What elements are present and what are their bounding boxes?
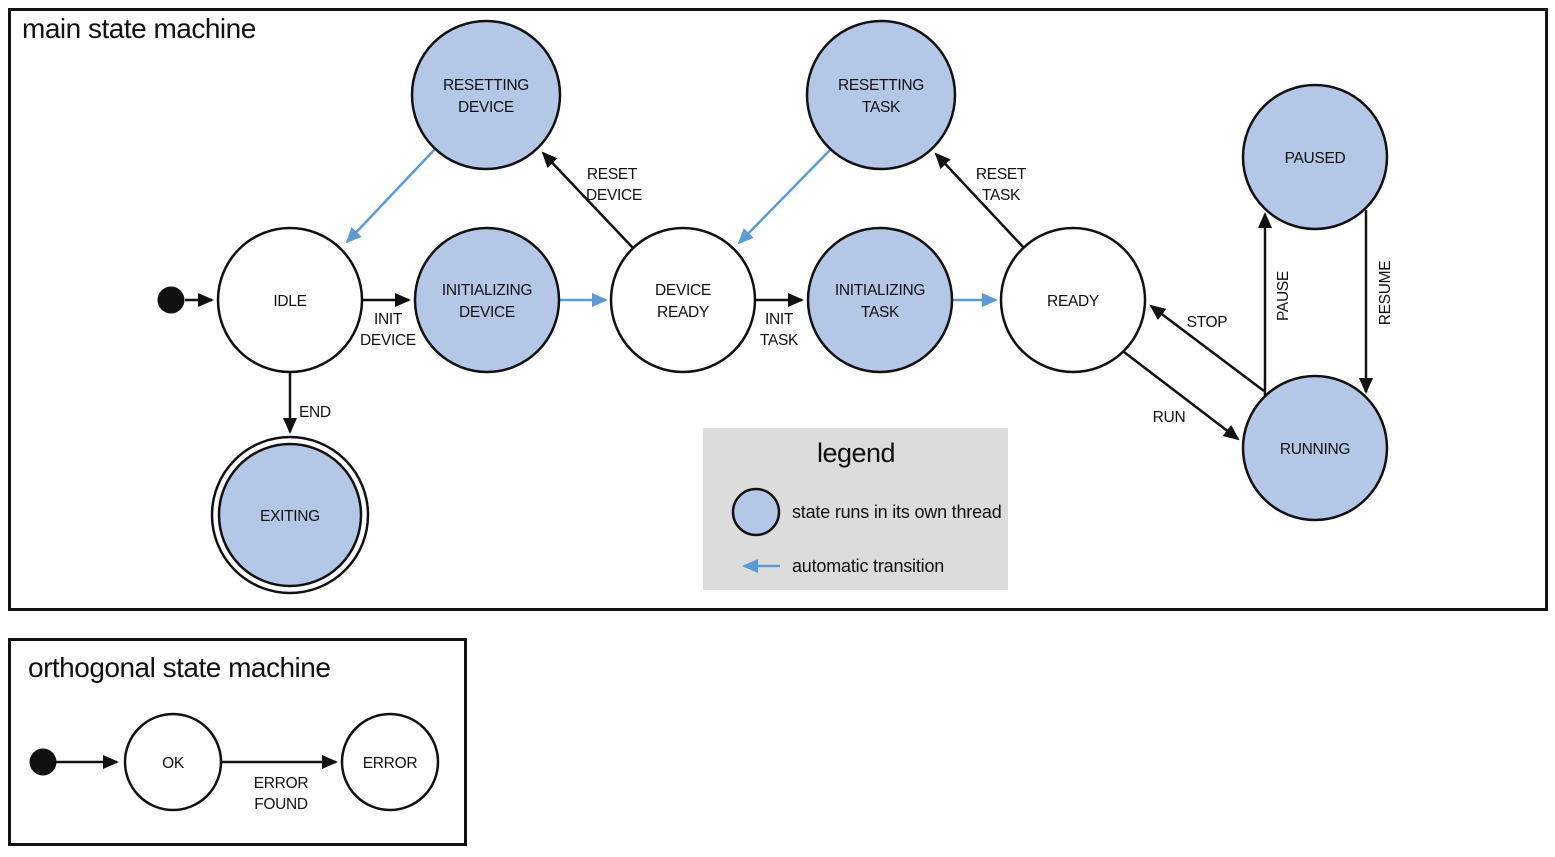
state-paused-label: PAUSED	[1285, 150, 1346, 167]
state-initializing-task-circle	[806, 226, 954, 374]
state-idle-circle	[216, 226, 364, 374]
label-reset-device-line1: RESET	[587, 166, 638, 183]
label-init-task-line2: TASK	[760, 332, 799, 349]
state-initializing-task-label-line1: INITIALIZING	[835, 282, 925, 299]
transition-stop	[1149, 304, 1265, 392]
label-reset-task-line1: RESET	[976, 166, 1027, 183]
state-initializing-device-label-line2: DEVICE	[459, 304, 515, 321]
state-resetting-task-label-line2: TASK	[862, 99, 901, 116]
transition-run	[1123, 351, 1240, 441]
state-idle: IDLE	[216, 226, 364, 374]
state-device-ready-label-line2: READY	[657, 304, 709, 321]
state-resetting-task: RESETTING TASK	[805, 19, 957, 171]
state-device-ready: DEVICE READY	[609, 226, 757, 374]
state-resetting-device: RESETTING DEVICE	[410, 19, 562, 171]
state-idle-label: IDLE	[273, 293, 306, 310]
label-run: RUN	[1153, 409, 1186, 426]
state-resetting-task-circle	[805, 19, 957, 171]
main-machine-title: main state machine	[22, 13, 256, 44]
label-stop: STOP	[1187, 314, 1228, 331]
transition-reset-task	[934, 152, 1025, 249]
state-ok: OK	[123, 712, 223, 812]
label-resume: RESUME	[1377, 261, 1394, 326]
state-ready: READY	[999, 226, 1147, 374]
state-device-ready-label-line1: DEVICE	[655, 282, 711, 299]
state-ok-label: OK	[162, 755, 185, 772]
label-error-found-line1: ERROR	[254, 775, 309, 792]
state-initializing-task: INITIALIZING TASK	[806, 226, 954, 374]
state-paused: PAUSED	[1241, 83, 1389, 231]
legend-automatic-transition-label: automatic transition	[792, 556, 944, 576]
label-reset-task-line2: TASK	[982, 187, 1021, 204]
label-init-task-line1: INIT	[765, 311, 794, 328]
state-initializing-device: INITIALIZING DEVICE	[413, 226, 561, 374]
state-device-ready-circle	[609, 226, 757, 374]
main-machine-frame	[8, 8, 1548, 611]
state-ready-circle	[999, 226, 1147, 374]
label-reset-device-line2: DEVICE	[586, 187, 642, 204]
state-error-label: ERROR	[363, 755, 418, 772]
label-init-device-line1: INIT	[374, 311, 403, 328]
main-machine-transition-labels: INIT DEVICE RESET DEVICE INIT TASK RESET…	[299, 166, 1394, 426]
state-exiting-label: EXITING	[260, 508, 320, 525]
legend-title: legend	[817, 438, 895, 468]
main-state-machine: main state machine	[8, 8, 1548, 611]
state-initializing-task-label-line2: TASK	[861, 304, 900, 321]
state-initializing-device-label-line1: INITIALIZING	[442, 282, 532, 299]
label-end: END	[299, 404, 331, 421]
main-machine-transitions	[185, 147, 1373, 441]
orthogonal-initial-state-dot	[29, 748, 57, 776]
state-ok-circle	[123, 712, 223, 812]
legend-threaded-state-icon	[731, 487, 781, 537]
state-error-circle	[340, 712, 440, 812]
state-resetting-device-circle	[410, 19, 562, 171]
state-exiting-inner-circle	[217, 442, 363, 588]
state-running-circle	[1241, 374, 1389, 522]
state-resetting-device-label-line1: RESETTING	[443, 77, 529, 94]
label-pause: PAUSE	[1275, 271, 1292, 321]
transition-auto-resetting-task-to-device-ready	[737, 147, 833, 245]
state-running-label: RUNNING	[1280, 441, 1350, 458]
state-resetting-device-label-line2: DEVICE	[458, 99, 514, 116]
state-running: RUNNING	[1241, 374, 1389, 522]
transition-reset-device	[541, 151, 634, 249]
state-resetting-task-label-line1: RESETTING	[838, 77, 924, 94]
orthogonal-state-machine: orthogonal state machine ERROR FOUND OK …	[8, 638, 467, 846]
state-paused-circle	[1241, 83, 1389, 231]
initial-state-dot	[157, 286, 185, 314]
orthogonal-machine-title: orthogonal state machine	[28, 652, 330, 683]
orthogonal-machine-frame	[8, 638, 467, 846]
legend-threaded-state-label: state runs in its own thread	[792, 502, 1002, 522]
label-error-found-line2: FOUND	[254, 796, 308, 813]
transition-auto-resetting-device-to-idle	[345, 147, 437, 244]
label-init-device-line2: DEVICE	[360, 332, 416, 349]
state-ready-label: READY	[1047, 293, 1099, 310]
state-exiting-final: EXITING	[210, 435, 370, 595]
state-error: ERROR	[340, 712, 440, 812]
state-initializing-device-circle	[413, 226, 561, 374]
legend: legend state runs in its own thread auto…	[703, 428, 1008, 590]
